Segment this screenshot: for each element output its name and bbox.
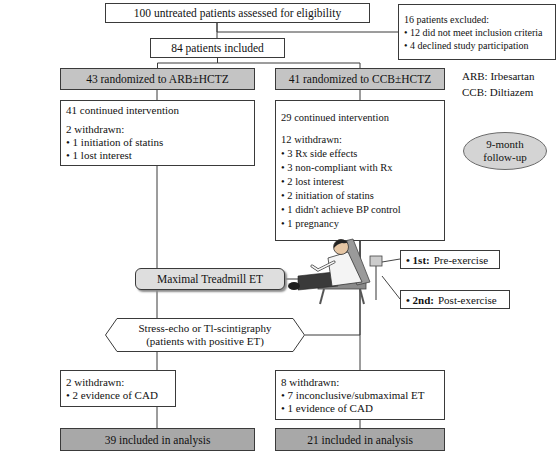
patient-torso: [328, 252, 362, 286]
phase-box: • 1st: Pre-exercise: [400, 250, 500, 269]
box-text: • 3 non-compliant with Rx: [281, 161, 439, 175]
status-box: 2 withdrawn:• 2 evidence of CAD: [60, 370, 176, 407]
box-text: • 1 pregnancy: [281, 217, 439, 231]
abbreviation-note: CCB: Diltiazem: [462, 86, 533, 98]
monitor-device: [370, 256, 382, 266]
box-text: 2 withdrawn:: [66, 123, 249, 136]
box-text: Stress-echo or Tl-scintigraphy: [109, 322, 301, 335]
box-text: 41 randomized to CCB±HCTZ: [280, 72, 440, 86]
connector-line: [218, 58, 361, 68]
connector-line: [360, 420, 361, 428]
hexagon-shape: [106, 319, 305, 352]
text-line: • 2nd: Post-exercise: [406, 293, 504, 307]
connector-line: [157, 166, 158, 268]
box-text: 12 withdrawn:: [281, 133, 439, 147]
box-text: 39 included in analysis: [65, 433, 250, 447]
patient-head: [334, 240, 349, 255]
box-text: • 4 declined study participation: [404, 39, 550, 52]
connector-line: [157, 290, 158, 318]
box-text: 16 patients excluded:: [404, 13, 550, 26]
connector-line: [157, 407, 158, 428]
box-text: 43 randomized to ARB±HCTZ: [65, 72, 250, 86]
box-text: • 1 initiation of statins: [66, 136, 249, 149]
phase-box: • 2nd: Post-exercise: [400, 290, 510, 309]
followup-oval: 9-month follow-up: [463, 132, 547, 170]
chair-seat: [318, 282, 366, 289]
outcome-box: 21 included in analysis: [275, 428, 445, 451]
connector-line: [305, 241, 360, 335]
abbreviation-note: ARB: Irbesartan: [462, 70, 534, 82]
phase-name: Pre-exercise: [434, 254, 488, 266]
box-text: • 7 inconclusive/submaximal ET: [281, 389, 439, 402]
leader-line: [382, 259, 400, 262]
box-text: 9-month follow-up: [473, 138, 537, 164]
box-text: (patients with positive ET): [109, 335, 301, 348]
box-text: 41 continued intervention: [66, 104, 249, 117]
status-box: 8 withdrawn:• 7 inconclusive/submaximal …: [275, 370, 445, 420]
test-box: Maximal Treadmill ET: [135, 268, 285, 290]
connector-line: [360, 241, 361, 370]
patient-legs: [298, 272, 338, 290]
process-box: 84 patients included: [150, 38, 285, 58]
box-text: • 2 lost interest: [281, 175, 439, 189]
box-text: 21 included in analysis: [280, 433, 440, 447]
box-text: • 2 evidence of CAD: [66, 389, 170, 402]
connector-line: [217, 23, 398, 32]
box-text: 29 continued intervention: [281, 111, 439, 125]
box-text: 84 patients included: [155, 41, 280, 55]
box-text: 8 withdrawn:: [281, 376, 439, 389]
exclusion-box: 16 patients excluded:• 12 did not meet i…: [398, 4, 556, 60]
patient-sleeve: [312, 262, 334, 270]
connector-line: [360, 90, 361, 100]
leader-line: [382, 276, 400, 299]
phase-number: • 2nd:: [406, 294, 434, 306]
group-box: 41 randomized to CCB±HCTZ: [275, 68, 445, 90]
oval-shape: [464, 133, 547, 170]
box-text: • 3 Rx side effects: [281, 147, 439, 161]
monitor-stand: [375, 266, 376, 300]
connector-line: [285, 241, 360, 279]
box-text: • 1 evidence of CAD: [281, 402, 439, 415]
box-text: 100 untreated patients assessed for elig…: [110, 6, 365, 20]
chair-back: [340, 239, 370, 285]
text-line: • 1st: Pre-exercise: [406, 253, 494, 267]
phase-number: • 1st:: [406, 254, 430, 266]
box-text: • 1 didn't achieve BP control: [281, 203, 439, 217]
box-text: • 2 initiation of statins: [281, 189, 439, 203]
imaging-hexagon: Stress-echo or Tl-scintigraphy(patients …: [105, 318, 305, 352]
patient-shoe: [288, 282, 300, 290]
box-text: • 12 did not meet inclusion criteria: [404, 26, 550, 39]
chair-leg: [360, 289, 364, 304]
outcome-box: 39 included in analysis: [60, 428, 255, 451]
patient-arm: [312, 262, 334, 270]
chair-leg: [320, 289, 324, 304]
box-text: 2 withdrawn:: [66, 376, 170, 389]
box-text: • 1 lost interest: [66, 149, 249, 162]
group-box: 43 randomized to ARB±HCTZ: [60, 68, 255, 90]
connector-line: [158, 58, 218, 68]
status-box: 29 continued intervention12 withdrawn:• …: [275, 100, 445, 241]
box-text: Maximal Treadmill ET: [140, 272, 280, 286]
process-box: 100 untreated patients assessed for elig…: [105, 3, 370, 23]
phase-name: Post-exercise: [438, 294, 497, 306]
connector-line: [157, 352, 158, 370]
connector-line: [157, 90, 158, 100]
status-box: 41 continued intervention2 withdrawn:• 1…: [60, 100, 255, 166]
